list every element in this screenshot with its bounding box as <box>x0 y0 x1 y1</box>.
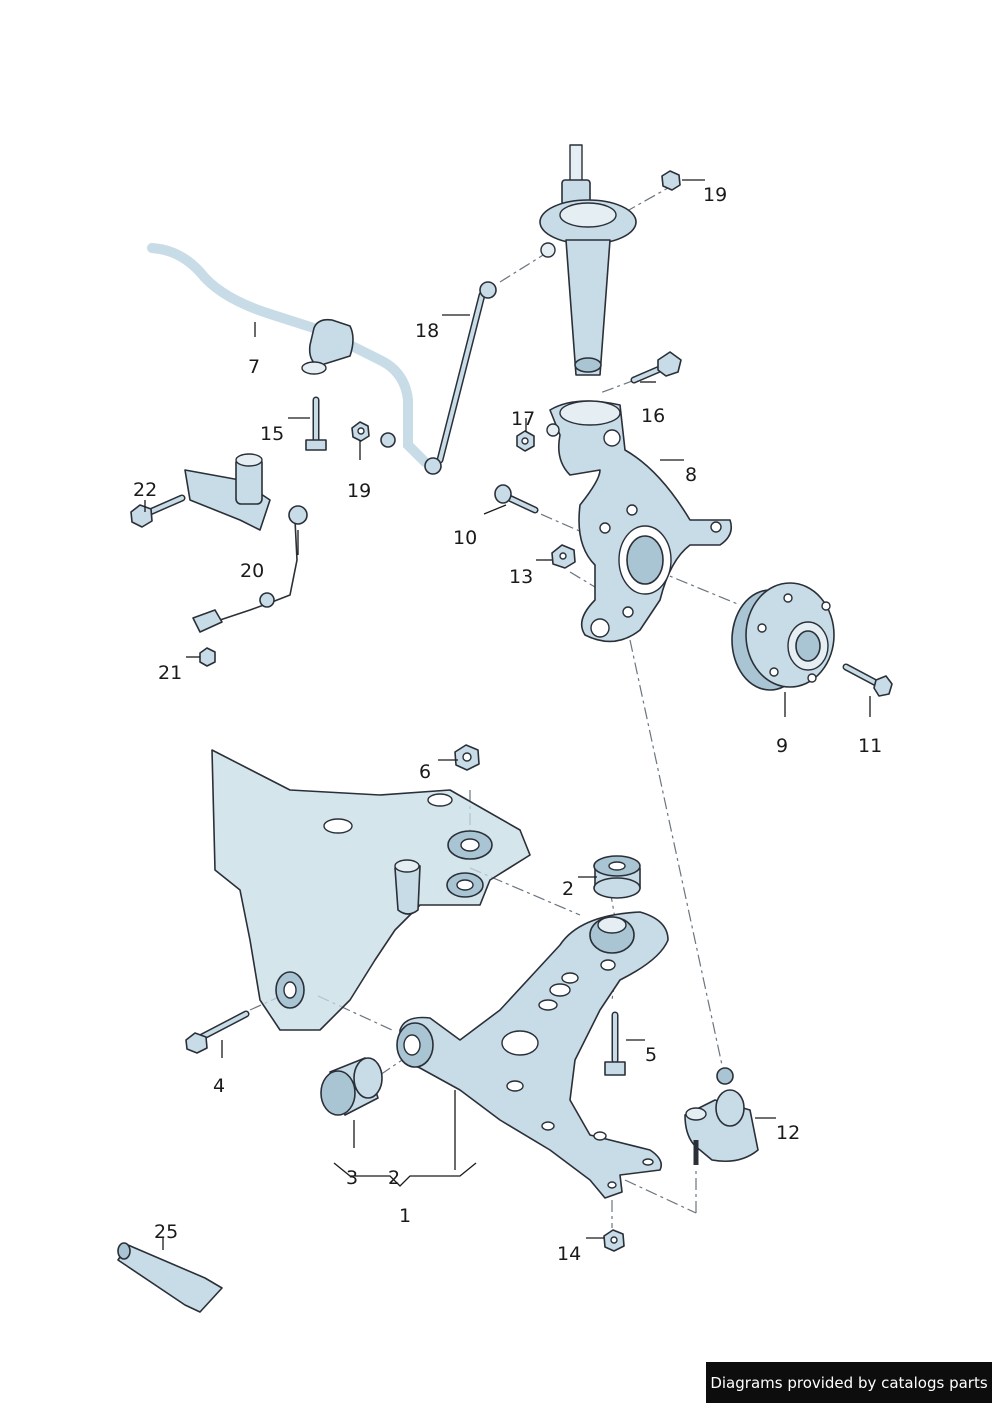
strut-shock-absorber <box>539 144 637 376</box>
callout-3: 3 <box>346 1167 358 1189</box>
callout-25: 25 <box>154 1221 178 1243</box>
rear-bushing <box>593 855 641 899</box>
grease-tube <box>117 1242 223 1313</box>
callout-19-left: 19 <box>347 480 371 502</box>
fasteners-upper <box>305 170 893 697</box>
callout-8: 8 <box>685 464 697 486</box>
callout-11: 11 <box>858 735 882 757</box>
callout-20: 20 <box>240 560 264 582</box>
fasteners-lower <box>185 1010 626 1252</box>
callout-9: 9 <box>776 735 788 757</box>
callout-4: 4 <box>213 1075 225 1097</box>
callout-21: 21 <box>158 662 182 684</box>
callout-15: 15 <box>260 423 284 445</box>
callout-6: 6 <box>419 761 431 783</box>
callout-12: 12 <box>776 1122 800 1144</box>
callout-14: 14 <box>557 1243 581 1265</box>
level-sender-bracket <box>130 453 308 667</box>
subframe <box>211 744 531 1031</box>
callout-labels: 19 7 18 15 19 16 17 8 10 13 22 20 21 9 1… <box>133 184 882 1265</box>
wheel-bearing-housing <box>546 400 733 643</box>
callout-18: 18 <box>415 320 439 342</box>
callout-13: 13 <box>509 566 533 588</box>
stabilizer-bar <box>147 243 430 467</box>
coupling-rod <box>424 281 497 475</box>
ball-joint <box>684 1067 759 1165</box>
callout-7: 7 <box>248 356 260 378</box>
callout-2-lower: 2 <box>388 1167 400 1189</box>
callout-22: 22 <box>133 479 157 501</box>
callout-2-upper: 2 <box>562 878 574 900</box>
callout-10: 10 <box>453 527 477 549</box>
credit-text: Diagrams provided by catalogs parts <box>710 1373 988 1392</box>
track-control-arm <box>396 911 669 1199</box>
callout-19-top: 19 <box>703 184 727 206</box>
callout-1: 1 <box>399 1205 411 1227</box>
callout-5: 5 <box>645 1044 657 1066</box>
leader-lines <box>144 179 871 1250</box>
credit-banner: Diagrams provided by catalogs parts <box>706 1362 992 1403</box>
callout-17: 17 <box>511 408 535 430</box>
front-bushing <box>320 1057 383 1116</box>
callout-16: 16 <box>641 405 665 427</box>
wheel-hub <box>731 582 835 691</box>
